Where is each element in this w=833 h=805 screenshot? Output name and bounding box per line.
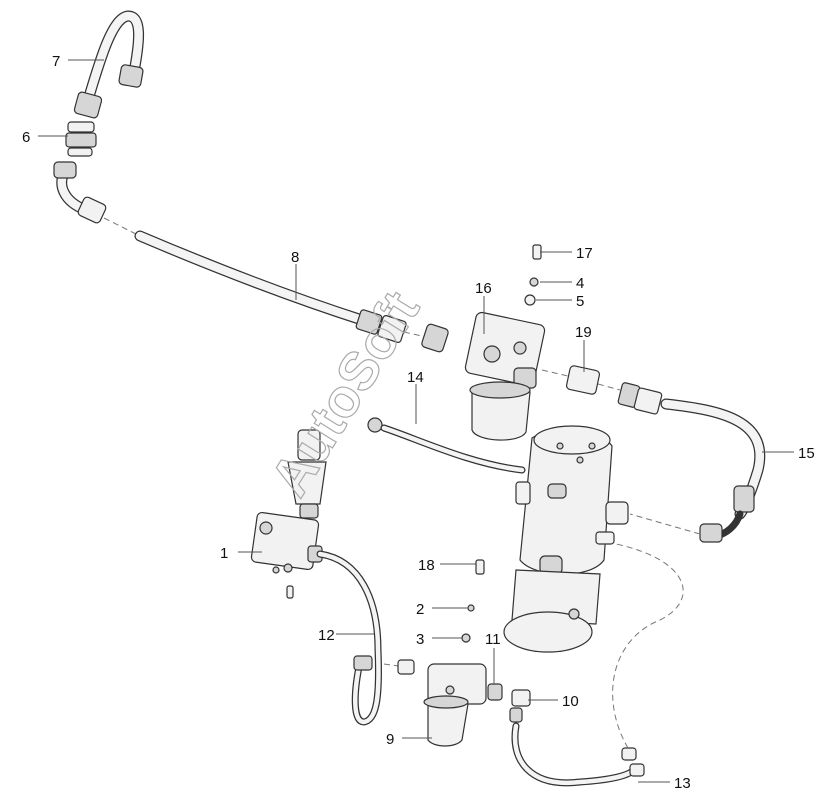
callout-label: 19 (575, 324, 592, 341)
callout-5: 5 (536, 293, 584, 310)
callout-label: 3 (416, 631, 424, 648)
fitting-6 (65, 121, 97, 157)
filter-9 (423, 663, 487, 747)
callout-18: 18 (418, 557, 476, 574)
callout-label: 14 (407, 369, 424, 386)
callout-label: 17 (576, 245, 593, 262)
callout-13: 13 (638, 775, 691, 792)
callout-label: 4 (576, 275, 584, 292)
callout-label: 18 (418, 557, 435, 574)
callout-label: 6 (22, 129, 30, 146)
callout-label: 10 (562, 693, 579, 710)
callout-10: 10 (528, 693, 579, 710)
callout-label: 1 (220, 545, 228, 562)
callout-label: 9 (386, 731, 394, 748)
callout-11: 11 (485, 631, 501, 684)
valve-assembly-1 (250, 429, 327, 599)
small-parts-18-2-3 (461, 559, 485, 643)
callout-label: 16 (475, 280, 492, 297)
callout-label: 2 (416, 601, 424, 618)
hose-13 (487, 543, 684, 787)
callout-1: 1 (220, 545, 262, 562)
hose-8 (53, 161, 449, 353)
callout-7: 7 (52, 53, 104, 70)
callout-4: 4 (540, 275, 584, 292)
callout-9: 9 (386, 731, 432, 748)
callout-label: 13 (674, 775, 691, 792)
callout-15: 15 (762, 445, 815, 462)
filter-assembly-16 (367, 311, 546, 474)
callout-12: 12 (318, 627, 374, 644)
callout-label: 12 (318, 627, 335, 644)
callout-label: 5 (576, 293, 584, 310)
hose-15 (541, 365, 766, 543)
callout-19: 19 (575, 324, 592, 372)
main-unit (503, 425, 629, 653)
callout-16: 16 (475, 280, 492, 334)
callout-17: 17 (540, 245, 593, 262)
callout-2: 2 (416, 601, 468, 618)
callout-label: 15 (798, 445, 815, 462)
callout-14: 14 (407, 369, 424, 424)
hose-12 (316, 550, 415, 726)
callout-3: 3 (416, 631, 462, 648)
callout-8: 8 (291, 249, 299, 300)
callout-label: 8 (291, 249, 299, 266)
bolt-stack-17-4-5 (524, 244, 542, 306)
callout-label: 11 (485, 631, 501, 648)
callout-label: 7 (52, 53, 60, 70)
hose-7 (73, 10, 145, 119)
callout-6: 6 (22, 129, 68, 146)
